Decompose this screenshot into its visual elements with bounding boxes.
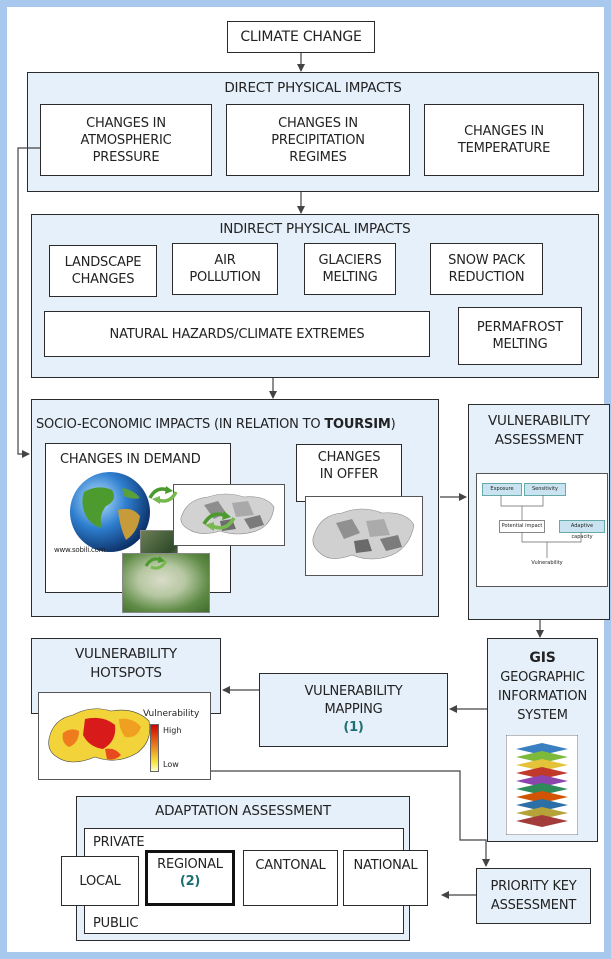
natural-hazards-label: NATURAL HAZARDS/CLIMATE EXTREMES: [109, 326, 365, 342]
socio-title-bold: TOURSIM: [324, 417, 391, 432]
regional-label: REGIONAL: [157, 857, 223, 872]
legend-high: High: [163, 726, 182, 735]
permafrost-label: PERMAFROST MELTING: [476, 320, 564, 352]
socio-title-suffix: ): [390, 417, 396, 432]
permafrost-box: PERMAFROST MELTING: [458, 307, 582, 365]
cycle-arrows-icon: [144, 556, 168, 570]
snow-pack-box: SNOW PACK REDUCTION: [430, 243, 543, 295]
changes-in-demand-label: CHANGES IN DEMAND: [60, 452, 201, 467]
gis-layers-image: [506, 735, 578, 835]
landscape-changes-label: LANDSCAPE CHANGES: [64, 255, 142, 287]
indirect-impacts-title: INDIRECT PHYSICAL IMPACTS: [219, 221, 411, 237]
national-box: NATIONAL: [343, 850, 428, 906]
climate-change-box: CLIMATE CHANGE: [227, 21, 375, 53]
vulnerability-mapping-box: VULNERABILITY MAPPING (1): [259, 673, 448, 747]
exposure-node: Exposure: [482, 483, 522, 496]
regional-number: (2): [179, 874, 201, 889]
direct-impacts-title: DIRECT PHYSICAL IMPACTS: [224, 80, 402, 96]
precipitation-label: CHANGES IN PRECIPITATION REGIMES: [271, 115, 365, 165]
socio-title-prefix: SOCIO-ECONOMIC IMPACTS (IN RELATION TO: [36, 417, 325, 432]
cantonal-box: CANTONAL: [243, 850, 338, 906]
natural-hazards-box: NATURAL HAZARDS/CLIMATE EXTREMES: [44, 311, 430, 357]
priority-key-box: PRIORITY KEY ASSESSMENT: [476, 868, 591, 924]
local-box: LOCAL: [61, 856, 139, 906]
landscape-changes-box: LANDSCAPE CHANGES: [49, 245, 157, 297]
regional-box: REGIONAL (2): [145, 850, 235, 906]
gis-abbr: GIS: [529, 650, 556, 666]
cantonal-label: CANTONAL: [255, 858, 326, 873]
legend-title: Vulnerability: [143, 709, 200, 719]
atmospheric-pressure-label: CHANGES IN ATMOSPHERIC PRESSURE: [80, 115, 172, 165]
glaciers-melting-box: GLACIERS MELTING: [304, 243, 396, 295]
changes-in-offer-box: CHANGES IN OFFER: [296, 444, 402, 502]
legend-low: Low: [163, 760, 179, 769]
national-label: NATIONAL: [353, 858, 418, 873]
watermark-text: www.sobili.com: [54, 546, 106, 554]
adaptation-assessment-title: ADAPTATION ASSESSMENT: [155, 803, 331, 819]
local-label: LOCAL: [79, 873, 121, 889]
adaptive-capacity-node: Adaptive capacity: [559, 520, 605, 540]
sensitivity-node: Sensitivity: [524, 483, 566, 496]
temperature-box: CHANGES IN TEMPERATURE: [424, 104, 584, 176]
vulnerability-assessment-title: VULNERABILITY ASSESSMENT: [488, 413, 590, 448]
temperature-label: CHANGES IN TEMPERATURE: [457, 124, 551, 156]
glaciers-melting-label: GLACIERS MELTING: [318, 253, 382, 285]
changes-in-offer-label: CHANGES IN OFFER: [317, 450, 381, 482]
climate-change-label: CLIMATE CHANGE: [240, 28, 362, 45]
snow-pack-label: SNOW PACK REDUCTION: [448, 253, 525, 285]
priority-key-label: PRIORITY KEY ASSESSMENT: [490, 879, 577, 913]
switzerland-map-offer: [305, 496, 423, 576]
vulnerability-mapping-label: VULNERABILITY MAPPING: [304, 684, 403, 717]
vulnerability-node: Vulnerability: [531, 560, 563, 566]
hotspots-map: Vulnerability High Low: [38, 692, 211, 780]
gis-title: GEOGRAPHIC INFORMATION SYSTEM: [498, 670, 587, 723]
vulnerability-mapping-number: (1): [343, 720, 364, 735]
cycle-arrows-icon: [202, 511, 236, 531]
private-label: PRIVATE: [93, 835, 145, 850]
vulnerability-hotspots-title: VULNERABILITY HOTSPOTS: [75, 646, 177, 681]
globe-image: [70, 472, 150, 552]
atmospheric-pressure-box: CHANGES IN ATMOSPHERIC PRESSURE: [40, 104, 212, 176]
air-pollution-label: AIR POLLUTION: [189, 253, 261, 285]
socio-economic-title: SOCIO-ECONOMIC IMPACTS (IN RELATION TO T…: [36, 417, 396, 432]
precipitation-box: CHANGES IN PRECIPITATION REGIMES: [226, 104, 410, 176]
vulnerability-gradient-bar: [150, 724, 159, 772]
vulnerability-framework-diagram: Exposure Sensitivity Potential impact Ad…: [476, 473, 608, 587]
cycle-arrows-icon: [148, 486, 178, 504]
public-label: PUBLIC: [93, 916, 139, 931]
air-pollution-box: AIR POLLUTION: [172, 243, 278, 295]
